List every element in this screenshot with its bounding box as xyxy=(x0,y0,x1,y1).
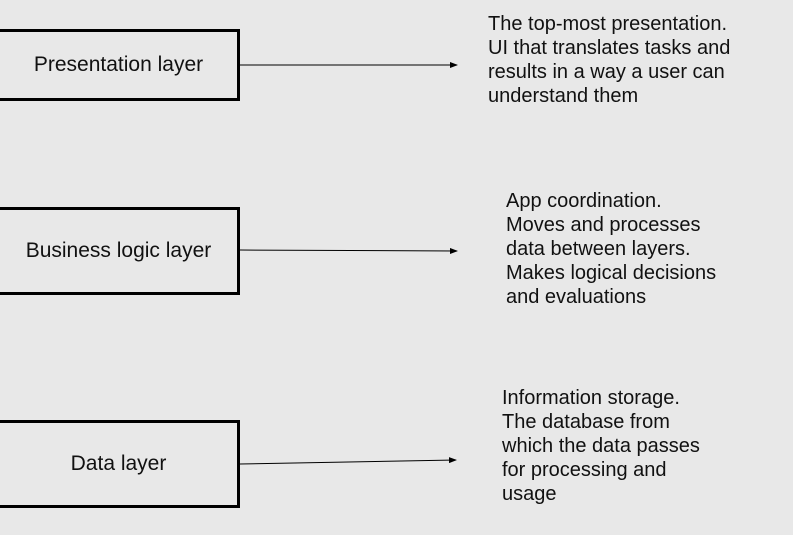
description-line: The top-most presentation. xyxy=(488,13,728,35)
description-line: understand them xyxy=(488,85,639,107)
data-layer-box: Data layer xyxy=(0,420,240,508)
business-logic-layer-box: Business logic layer xyxy=(0,207,240,295)
presentation-layer-box: Presentation layer xyxy=(0,29,240,101)
description-line: data between layers. xyxy=(506,238,691,260)
description-line: The database from xyxy=(502,411,670,433)
description-line: UI that translates tasks and xyxy=(488,37,731,59)
description-line: usage xyxy=(502,483,557,505)
description-line: Makes logical decisions xyxy=(506,262,717,284)
description-line: results in a way a user can xyxy=(488,61,725,83)
description-line: App coordination. xyxy=(506,190,662,212)
description-line: Information storage. xyxy=(502,387,680,409)
business-logic-layer-label: Business logic layer xyxy=(25,239,212,262)
business-logic-arrow xyxy=(239,247,458,254)
data-layer-description: Information storage. The database from w… xyxy=(502,386,700,506)
description-line: which the data passes xyxy=(502,435,700,457)
presentation-layer-label: Presentation layer xyxy=(33,53,204,76)
description-line: and evaluations xyxy=(506,286,647,308)
presentation-layer-description: The top-most presentation. UI that trans… xyxy=(488,12,730,108)
description-line: for processing and xyxy=(502,459,667,481)
data-layer-label: Data layer xyxy=(70,452,167,475)
business-logic-layer-description: App coordination. Moves and processes da… xyxy=(506,189,716,309)
description-line: Moves and processes xyxy=(506,214,701,236)
data-layer-arrow xyxy=(239,457,457,465)
